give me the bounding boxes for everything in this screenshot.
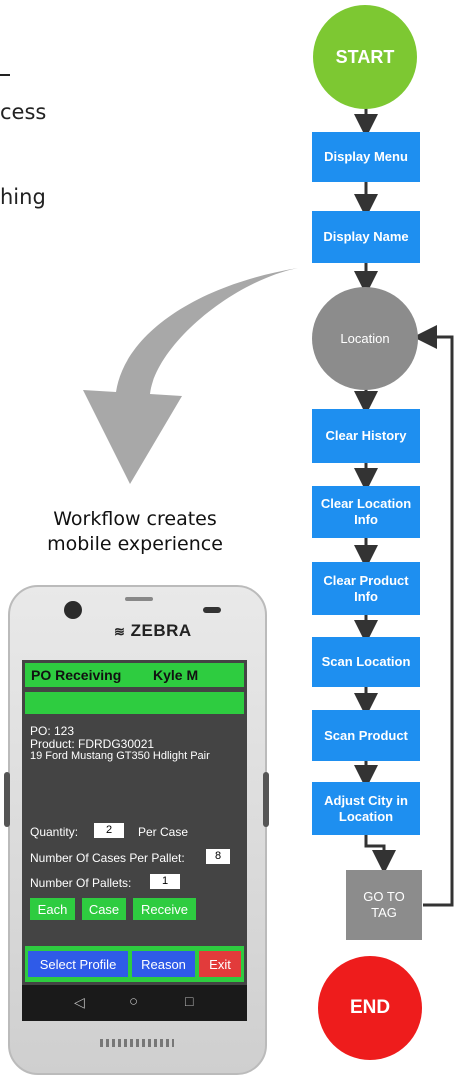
left-text-line-2: cess — [0, 100, 47, 124]
connector-goto-location — [413, 325, 454, 907]
select-profile-button[interactable]: Select Profile — [28, 951, 128, 977]
product-text: Product: FDRDG30021 — [30, 737, 155, 751]
caption-line-2: mobile experience — [47, 533, 223, 555]
pallets-input[interactable]: 1 — [150, 874, 180, 889]
camera-icon — [64, 601, 82, 619]
reason-button[interactable]: Reason — [132, 951, 195, 977]
caption-line-1: Workflow creates — [53, 508, 217, 530]
phone-screen: PO Receiving Kyle M PO: 123 Product: FDR… — [22, 660, 247, 985]
header-title: PO Receiving — [31, 667, 122, 683]
bottom-button-bar: Select Profile Reason Exit — [25, 946, 244, 982]
cases-per-pallet-input[interactable]: 8 — [206, 849, 230, 864]
display-name-node: Display Name — [312, 211, 420, 263]
quantity-input[interactable]: 2 — [94, 823, 124, 838]
brand-label: ZEBRA — [130, 621, 192, 640]
left-text-dash — [0, 74, 10, 76]
curved-arrow-icon — [83, 268, 298, 484]
header-user: Kyle M — [153, 667, 199, 683]
adjust-city-node: Adjust City in Location — [312, 782, 420, 835]
display-menu-node: Display Menu — [312, 132, 420, 182]
each-button[interactable]: Each — [30, 898, 75, 920]
phone-device: ≋ ZEBRA PO Receiving Kyle M PO: 123 Prod… — [4, 585, 269, 1075]
scan-location-node: Scan Location — [312, 637, 420, 687]
cases-per-pallet-label: Number Of Cases Per Pallet: — [30, 851, 185, 865]
clear-history-node: Clear History — [312, 409, 420, 463]
goto-tag-node: GO TO TAG — [346, 870, 422, 940]
speaker-grille — [125, 597, 153, 601]
clear-product-info-node: Clear Product Info — [312, 562, 420, 615]
location-node: Location — [312, 287, 418, 390]
clear-location-info-node: Clear Location Info — [312, 486, 420, 538]
per-case-label: Per Case — [138, 825, 189, 839]
product-desc-text: 19 Ford Mustang GT350 Hdlight Pair — [30, 750, 210, 762]
case-button[interactable]: Case — [82, 898, 126, 920]
android-nav-bar: ◁ ○ □ — [22, 985, 247, 1021]
exit-button[interactable]: Exit — [199, 951, 241, 977]
start-node: START — [313, 5, 417, 109]
caption: Workflow creates mobile experience — [10, 507, 260, 557]
scan-product-node: Scan Product — [312, 710, 420, 761]
receive-button[interactable]: Receive — [133, 898, 196, 920]
home-nav-icon[interactable]: ○ — [129, 993, 139, 1010]
connector-adjust-goto — [364, 834, 396, 874]
left-text-line-3: hing — [0, 185, 46, 209]
quantity-label: Quantity: — [30, 825, 79, 839]
po-text: PO: 123 — [30, 724, 75, 738]
scan-input-bar[interactable] — [25, 692, 244, 714]
sensor-icon — [203, 607, 221, 613]
zebra-stripes-icon: ≋ — [114, 624, 126, 639]
side-button-left — [4, 772, 10, 827]
app-header: PO Receiving Kyle M — [25, 663, 244, 687]
zebra-logo: ≋ ZEBRA — [114, 621, 194, 645]
end-node: END — [318, 956, 422, 1060]
bottom-speaker — [100, 1039, 174, 1047]
recents-nav-icon[interactable]: □ — [185, 993, 194, 1009]
pallets-label: Number Of Pallets: — [30, 876, 132, 890]
side-button-right — [263, 772, 269, 827]
back-nav-icon[interactable]: ◁ — [74, 994, 85, 1010]
